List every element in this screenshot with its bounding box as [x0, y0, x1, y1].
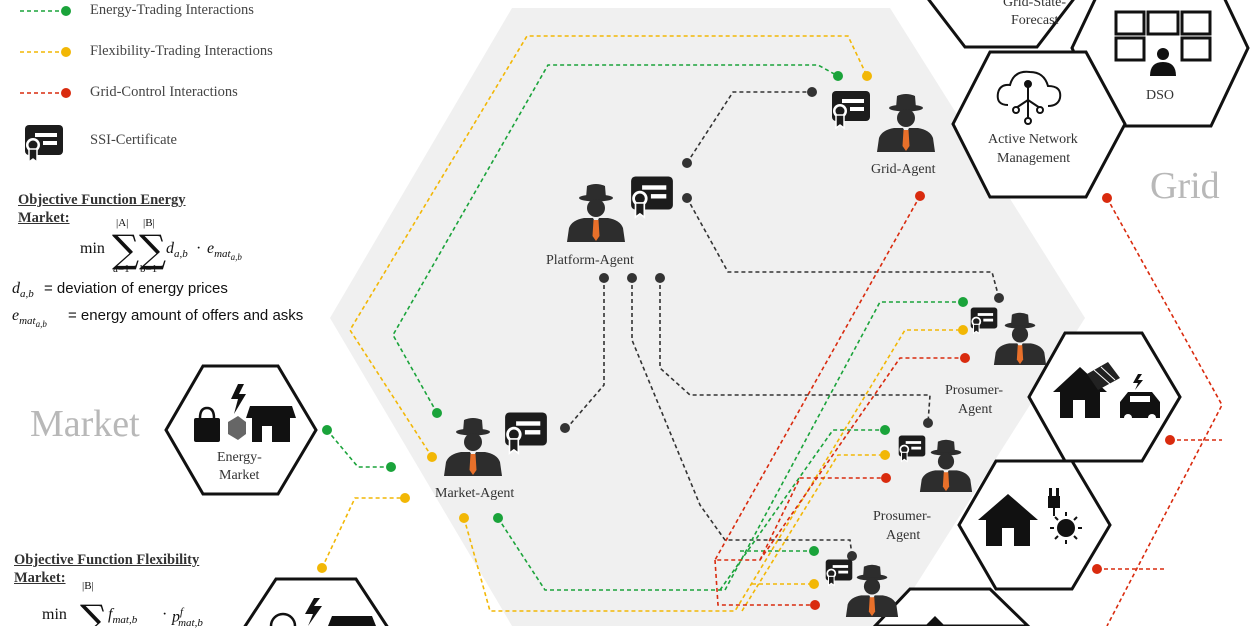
- legend-ssi-label: SSI-Certificate: [90, 132, 177, 148]
- energy-term-e: emata,b: [207, 240, 242, 263]
- flex-dot: ·: [162, 606, 168, 623]
- platform-prosumer2-link: [659, 278, 931, 424]
- flex-upper-b: |B|: [82, 580, 94, 592]
- prosumer2-agent-label-2: Agent: [886, 528, 921, 543]
- market-prosumer2-flex-link: [741, 454, 885, 612]
- energy-upper-a: |A|: [116, 217, 129, 229]
- connections: [321, 35, 1000, 612]
- def2-symbol: emata,b: [12, 307, 47, 330]
- objective-flex-title-2: Market:: [14, 570, 66, 586]
- energy-market-link: [326, 429, 391, 468]
- anm-label-2: Management: [997, 151, 1071, 166]
- cloud-network-icon: [996, 70, 1062, 125]
- energy-upper-b: |B|: [143, 217, 155, 229]
- dso-monitors-icon: [1114, 10, 1212, 76]
- endpoint-dots: [317, 71, 1175, 610]
- energy-term-d: da,b: [166, 240, 188, 261]
- legend-energy-label: Energy-Trading Interactions: [90, 2, 254, 18]
- grid-agent-label: Grid-Agent: [871, 162, 936, 177]
- active-network-management-hexagon: [951, 50, 1127, 199]
- prosumer2-agent-label-1: Prosumer-: [873, 509, 932, 524]
- grid-region-outline: [1106, 197, 1223, 626]
- platform-market-link: [566, 278, 605, 429]
- def2-text: = energy amount of offers and asks: [68, 307, 304, 324]
- market-prosumer2-energy-link: [719, 429, 885, 591]
- prosumer-house-ev-hexagon: [1027, 331, 1182, 463]
- partial-bottom-icon: [925, 616, 945, 626]
- energy-min: min: [80, 240, 105, 257]
- flex-market-icon: [269, 598, 376, 626]
- prosumer1-agent-label-1: Prosumer-: [945, 383, 1004, 398]
- market-grid-energy-link: [392, 64, 839, 414]
- objective-energy-title-2: Market:: [18, 210, 70, 226]
- platform-prosumer1-link: [686, 197, 1000, 299]
- prosumer-house-solar-hexagon: [957, 459, 1112, 591]
- forecast-label-2: Forecast: [1011, 13, 1059, 28]
- grid-state-forecast-hexagon: [927, 0, 1075, 49]
- flex-market-link: [321, 497, 405, 569]
- energy-dot: ·: [196, 240, 202, 257]
- grid-prosumer2-control-link: [759, 477, 886, 561]
- flex-min: min: [42, 606, 67, 623]
- legend-flex-label: Flexibility-Trading Interactions: [90, 43, 273, 59]
- market-region-label: Market: [30, 403, 140, 445]
- flex-term-f: fmat,b: [108, 606, 138, 627]
- energy-market-label-1: Energy-: [217, 450, 262, 465]
- svg-text:∑: ∑: [112, 227, 139, 271]
- energy-market-icon: [194, 384, 296, 442]
- house-solar-ev-icon: [1053, 362, 1160, 422]
- forecast-label-1: Grid-State-: [1003, 0, 1066, 10]
- anm-label-1: Active Network: [988, 132, 1078, 147]
- market-prosumer1-flex-link: [463, 329, 963, 612]
- def1-symbol: da,b: [12, 280, 34, 301]
- platform-grid-link: [686, 91, 812, 164]
- energy-lower-a: a=1: [113, 263, 130, 275]
- platform-prosumer3-link: [631, 278, 853, 557]
- grid-region-label: Grid: [1150, 165, 1220, 207]
- market-grid-flex-link: [349, 35, 868, 458]
- energy-lower-b: b=1: [140, 263, 158, 275]
- svg-text:∑: ∑: [80, 597, 107, 626]
- def1-text: = deviation of energy prices: [44, 280, 228, 297]
- sum-symbols: ∑ ∑ ∑: [80, 227, 166, 626]
- legend-ssi-icon: [24, 124, 64, 163]
- platform-agent-label: Platform-Agent: [546, 253, 634, 268]
- legend-lines: [20, 10, 66, 94]
- market-prosumer1-energy-link: [497, 301, 963, 591]
- platform-hexagon: [330, 8, 1085, 626]
- energy-market-label-2: Market: [219, 468, 260, 483]
- objective-energy-title-1: Objective Function Energy: [18, 192, 186, 208]
- market-agent-label: Market-Agent: [435, 486, 515, 501]
- grid-prosumer3-control-link: [714, 559, 815, 606]
- house-plug-sun-icon: [978, 488, 1082, 546]
- svg-text:∑: ∑: [139, 227, 166, 271]
- dso-label: DSO: [1146, 88, 1175, 103]
- objective-flex-title-1: Objective Function Flexibility: [14, 552, 200, 568]
- prosumer1-agent-label-2: Agent: [958, 402, 993, 417]
- flex-term-p: pfmat,b: [172, 606, 203, 629]
- legend-grid-label: Grid-Control Interactions: [90, 84, 238, 100]
